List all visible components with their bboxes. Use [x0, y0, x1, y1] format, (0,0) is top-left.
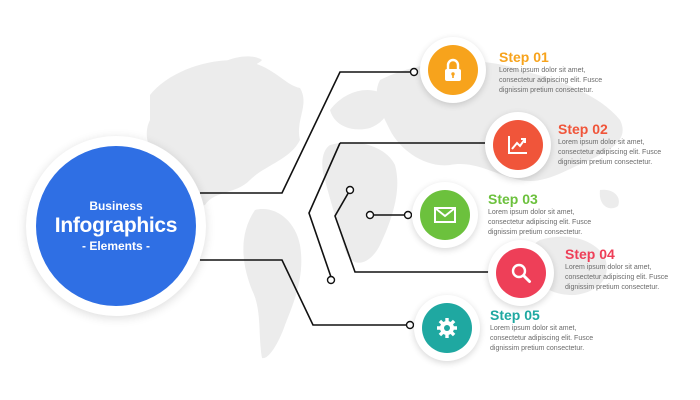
step-04-title: Step 04: [565, 246, 615, 262]
step-05-ring: [414, 295, 480, 361]
step-05-desc-line: consectetur adipiscing elit. Fusce: [490, 335, 594, 342]
step-01-ring: [420, 37, 486, 103]
step-04-desc-line: dignissim pretium consectetur.: [565, 284, 660, 291]
step-03-desc-line: consectetur adipiscing elit. Fusce: [488, 219, 592, 226]
connector-dot: [409, 67, 419, 77]
step-05-title: Step 05: [490, 307, 540, 323]
connector-step-05: [200, 259, 410, 326]
step-02-circle: [493, 120, 543, 170]
connector-step-02-branch: [308, 142, 341, 278]
step-01-title: Step 01: [499, 49, 549, 65]
step-01-description: Lorem ipsum dolor sit amet, consectetur …: [499, 66, 639, 96]
connector-step-03: [334, 189, 490, 273]
chart-icon: [508, 136, 527, 154]
lock-icon: [445, 58, 461, 81]
step-02-desc-line: Lorem ipsum dolor sit amet,: [558, 139, 645, 146]
step-02-ring: [485, 112, 551, 178]
step-03-desc-line: Lorem ipsum dolor sit amet,: [488, 209, 575, 216]
mail-icon: [434, 207, 456, 223]
step-03-desc-line: dignissim pretium consectetur.: [488, 229, 583, 236]
step-03-description: Lorem ipsum dolor sit amet, consectetur …: [488, 208, 628, 238]
step-05-desc-line: dignissim pretium consectetur.: [490, 345, 585, 352]
hub-title: Infographics: [54, 213, 178, 237]
hub-line-1: Business: [89, 198, 143, 213]
step-04-desc-line: consectetur adipiscing elit. Fusce: [565, 274, 669, 281]
gear-icon: [437, 318, 457, 338]
step-04-circle: [496, 248, 546, 298]
step-02-desc-line: dignissim pretium consectetur.: [558, 159, 653, 166]
connector-dot: [405, 320, 415, 330]
hub-circle: Business Infographics - Elements -: [36, 146, 196, 306]
step-01-circle: [428, 45, 478, 95]
step-01-desc-line: dignissim pretium consectetur.: [499, 87, 594, 94]
step-05-desc-line: Lorem ipsum dolor sit amet,: [490, 325, 577, 332]
connector-dot: [365, 210, 375, 220]
step-04-description: Lorem ipsum dolor sit amet, consectetur …: [565, 263, 700, 293]
connector-dot: [326, 275, 336, 285]
step-04-ring: [488, 240, 554, 306]
step-05-description: Lorem ipsum dolor sit amet, consectetur …: [490, 324, 630, 354]
step-03-title: Step 03: [488, 191, 538, 207]
step-02-title: Step 02: [558, 121, 608, 137]
step-02-desc-line: consectetur adipiscing elit. Fusce: [558, 149, 662, 156]
connector-step-01: [200, 71, 413, 194]
connector-dot: [345, 185, 355, 195]
connector-dot: [403, 210, 413, 220]
step-03-ring: [412, 182, 478, 248]
search-icon: [511, 263, 531, 283]
step-02-description: Lorem ipsum dolor sit amet, consectetur …: [558, 138, 698, 168]
hub-line-3: - Elements -: [81, 238, 150, 253]
step-03-circle: [420, 190, 470, 240]
step-04-desc-line: Lorem ipsum dolor sit amet,: [565, 264, 652, 271]
step-05-circle: [422, 303, 472, 353]
step-01-desc-line: Lorem ipsum dolor sit amet,: [499, 67, 586, 74]
step-01-desc-line: consectetur adipiscing elit. Fusce: [499, 77, 603, 84]
